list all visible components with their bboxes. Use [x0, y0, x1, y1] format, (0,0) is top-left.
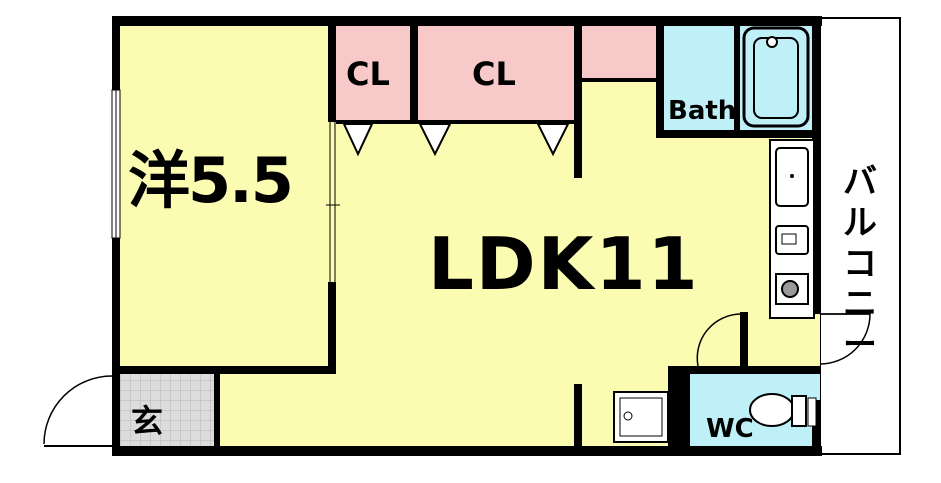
closet-2-floor — [418, 22, 576, 122]
closet-1-floor — [336, 22, 412, 122]
closet-1-label: CL — [346, 55, 390, 93]
entrance-door — [43, 375, 113, 447]
bathtub — [742, 26, 810, 128]
balcony-label: バルコニー — [843, 162, 877, 366]
wc-walls — [668, 312, 820, 454]
closet-walls — [336, 16, 656, 178]
left-window — [111, 89, 121, 239]
outer-walls — [112, 16, 822, 456]
kitchen-counter — [769, 139, 815, 319]
bath-label: Bath — [668, 96, 737, 126]
washer-space — [613, 391, 669, 443]
bath-walls — [656, 16, 820, 138]
entrance-walls — [214, 372, 220, 454]
closet-2-label: CL — [472, 55, 516, 93]
western-room-floor — [118, 22, 332, 367]
western-room-door-track — [326, 122, 340, 282]
balcony-area — [819, 17, 901, 455]
partition-walls — [574, 384, 582, 454]
toilet — [749, 393, 817, 427]
ldk-label: LDK11 — [428, 222, 700, 306]
entrance-label: 玄 — [131, 402, 164, 440]
wc-label: WC — [706, 414, 754, 444]
entrance-floor — [118, 372, 218, 452]
closet-door-marks — [342, 123, 570, 157]
wc-door — [696, 313, 741, 367]
balcony-door — [819, 313, 871, 365]
storage-floor — [582, 22, 656, 80]
western-room-label: 洋5.5 — [128, 144, 294, 217]
western-room-walls — [112, 16, 336, 374]
